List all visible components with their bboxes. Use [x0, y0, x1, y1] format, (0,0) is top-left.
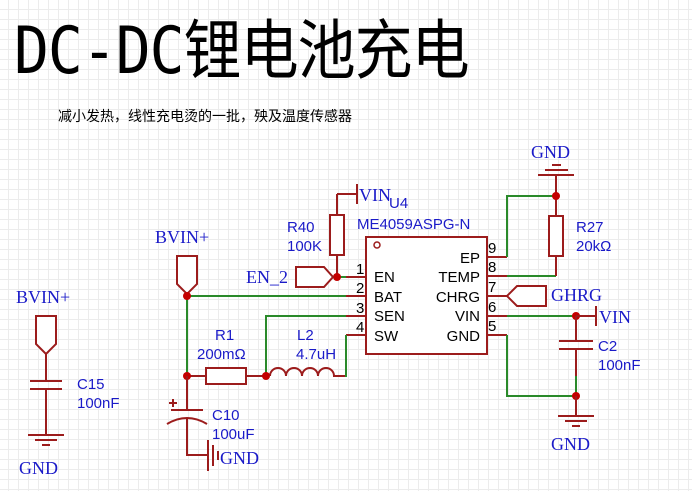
c2-value: 100nF [598, 357, 641, 374]
port-en2-shape [295, 266, 335, 288]
r1-ref: R1 [215, 327, 234, 344]
pin-number-1: 1 [356, 261, 364, 278]
junction-en [333, 273, 341, 281]
resistor-r1[interactable]: R1 200mΩ [187, 327, 266, 385]
pin-name-en: EN [374, 269, 395, 286]
net-label-gnd-c15: GND [19, 458, 58, 478]
gnd-symbol-top[interactable]: GND [531, 142, 574, 176]
r1-body [205, 367, 247, 385]
r27-body [548, 215, 564, 257]
page-subtitle: 减小发热，线性充电烫的一批，殃及温度传感器 [58, 109, 352, 125]
chip-u4[interactable]: U4 ME4059ASPG-N 1 2 3 4 EN BAT SEN SW 9 … [346, 195, 507, 355]
gnd-symbol-c10[interactable]: GND [207, 440, 259, 471]
r1-value: 200mΩ [197, 346, 246, 363]
junction-r1-right [262, 372, 270, 380]
wire-sw [345, 335, 347, 377]
r27-ref: R27 [576, 219, 604, 236]
pin-number-8: 8 [488, 259, 496, 276]
net-label-gnd-top: GND [531, 142, 570, 162]
junction-bat [183, 292, 191, 300]
l2-coil [269, 367, 346, 377]
pin-name-ep: EP [460, 250, 480, 267]
pin-number-3: 3 [356, 300, 364, 317]
wire-ep [506, 195, 556, 257]
net-port-en2[interactable]: EN_2 [246, 266, 335, 288]
r40-value: 100K [287, 238, 322, 255]
net-port-ghrg[interactable]: GHRG [505, 285, 602, 307]
power-port-vin-right[interactable]: VIN [595, 306, 631, 327]
inductor-l2[interactable]: L2 4.7uH [269, 327, 346, 377]
net-label-bvin-main: BVIN+ [155, 227, 209, 247]
net-port-bvin-left[interactable]: BVIN+ [16, 287, 70, 356]
port-bvin-left-shape [35, 315, 57, 356]
page-title: DC-DC锂电池充电 [14, 12, 470, 89]
net-label-gnd-bottom-right: GND [551, 434, 590, 454]
chip-part-number: ME4059ASPG-N [357, 216, 470, 233]
pin1-marker [373, 241, 381, 249]
wire-sen [265, 315, 346, 376]
net-label-bvin-left: BVIN+ [16, 287, 70, 307]
pin-name-gnd: GND [447, 328, 481, 345]
capacitor-c10[interactable]: C10 100uF [166, 376, 255, 456]
c2-ref: C2 [598, 338, 617, 355]
net-label-ghrg: GHRG [551, 285, 602, 305]
c15-ref: C15 [77, 376, 105, 393]
capacitor-c2[interactable]: C2 100nF [559, 316, 641, 376]
pin-name-chrg: CHRG [436, 289, 480, 306]
junction-ep-gnd [552, 192, 560, 200]
pin-number-5: 5 [488, 318, 496, 335]
r40-ref: R40 [287, 219, 315, 236]
net-label-vin-top: VIN [359, 185, 391, 205]
pin-name-vin: VIN [455, 308, 480, 325]
r27-value: 20kΩ [576, 238, 611, 255]
pin-number-6: 6 [488, 299, 496, 316]
port-bvin-shape [176, 255, 198, 296]
pin-name-bat: BAT [374, 289, 402, 306]
wire-gnd-pin5 [506, 335, 576, 397]
gnd-symbol-bottom-right[interactable]: GND [551, 396, 594, 454]
c10-ref: C10 [212, 407, 240, 424]
net-label-gnd-c10: GND [220, 448, 259, 468]
pin-name-temp: TEMP [438, 269, 480, 286]
capacitor-c15[interactable]: C15 100nF [30, 354, 120, 435]
pin-number-9: 9 [488, 240, 496, 257]
pin-number-7: 7 [488, 279, 496, 296]
pin-name-sen: SEN [374, 308, 405, 325]
resistor-r40[interactable]: R40 100K [287, 193, 356, 276]
c10-value: 100uF [212, 426, 255, 443]
l2-ref: L2 [297, 327, 314, 344]
gnd-symbol-c15[interactable]: GND [19, 434, 64, 478]
pin-name-sw: SW [374, 328, 399, 345]
net-label-vin-right: VIN [599, 307, 631, 327]
pin-number-4: 4 [356, 319, 364, 336]
net-port-bvin-main[interactable]: BVIN+ [155, 227, 209, 296]
pin-number-2: 2 [356, 280, 364, 297]
l2-value: 4.7uH [296, 346, 336, 363]
r40-body [329, 214, 345, 256]
c15-value: 100nF [77, 395, 120, 412]
power-port-vin-top[interactable]: VIN [356, 184, 391, 205]
c10-lead-bottom [186, 418, 207, 456]
chip-designator: U4 [389, 195, 408, 212]
chip-body [365, 236, 488, 355]
resistor-r27[interactable]: R27 20kΩ [548, 176, 611, 276]
port-ghrg-shape [505, 285, 547, 307]
net-label-en2: EN_2 [246, 267, 288, 287]
